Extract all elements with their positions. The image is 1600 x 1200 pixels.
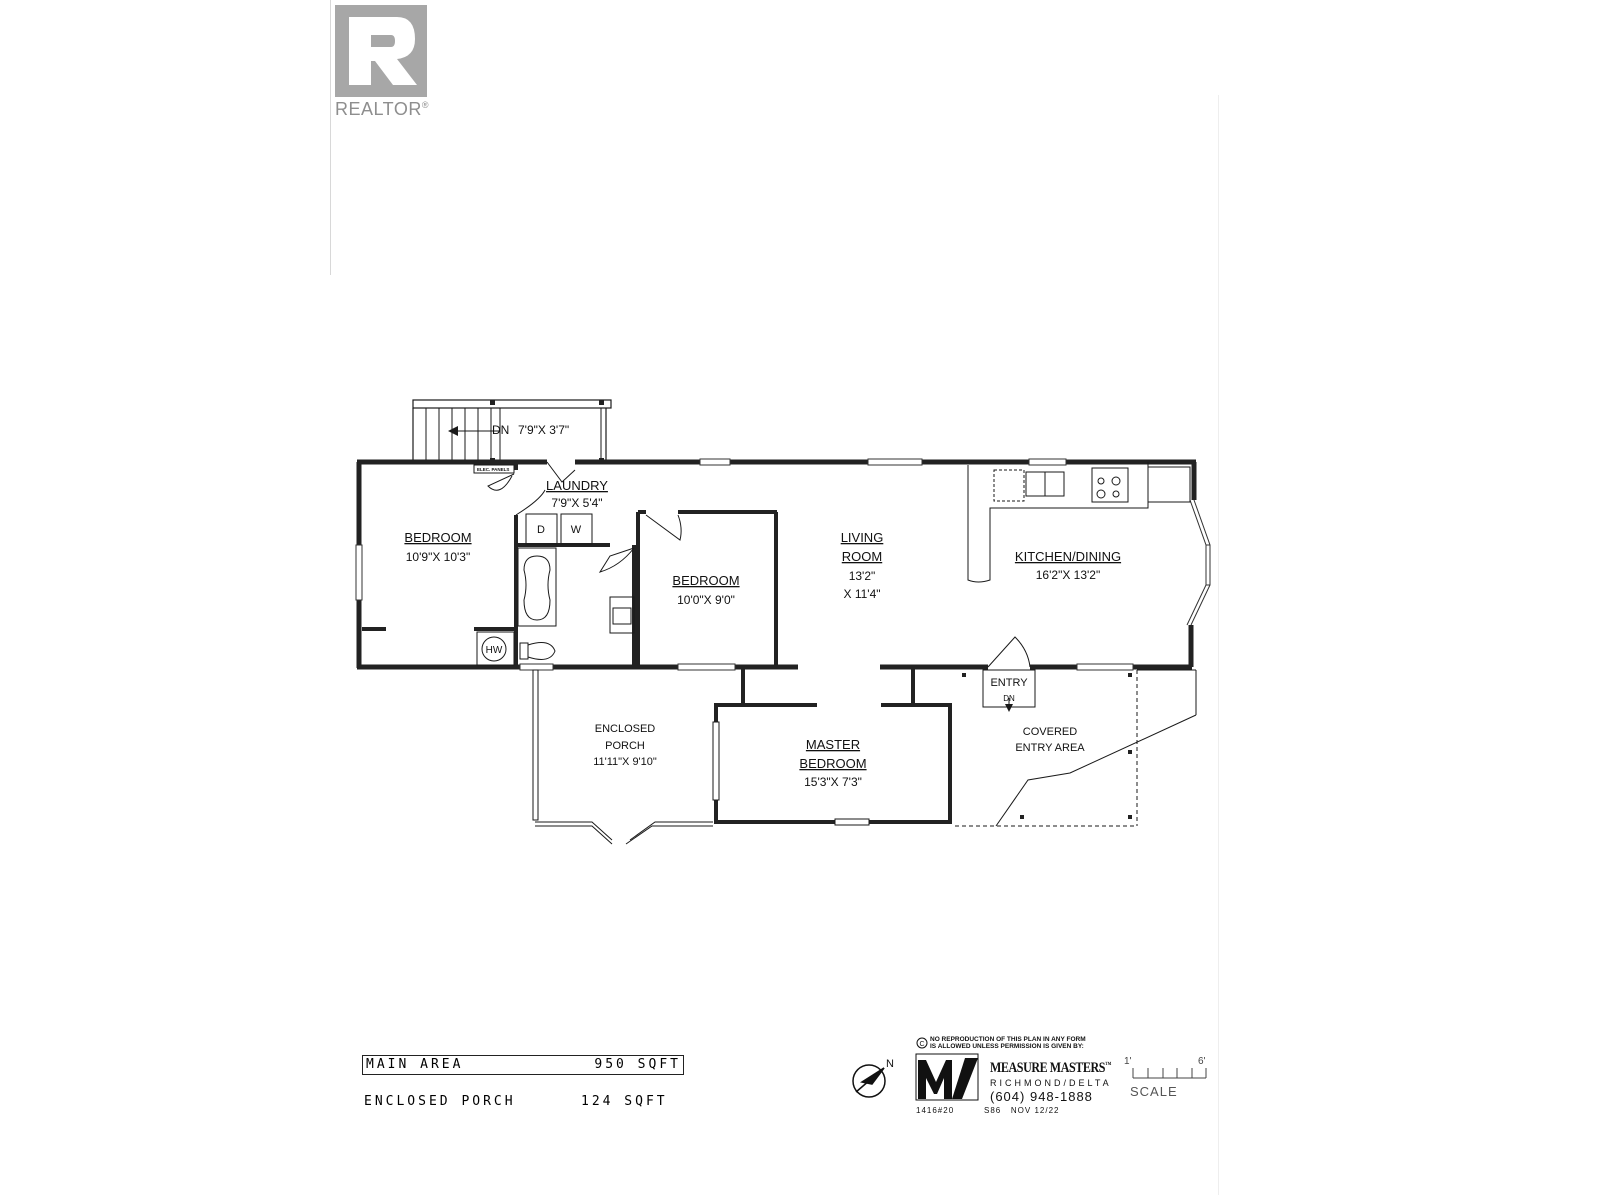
master-label-2: BEDROOM [799, 756, 866, 771]
job-code: 1416#20 [916, 1106, 955, 1115]
bedroom-2-label: BEDROOM [672, 573, 739, 588]
deck-dims: 7'9"X 3'7" [518, 423, 569, 437]
north-label: N [886, 1058, 894, 1070]
scale-bar-icon [1132, 1068, 1207, 1079]
washer-label: W [571, 524, 582, 536]
stairs-arrow-icon [448, 426, 458, 436]
kitchen-dining-dims: 16'2"X 13'2" [1036, 568, 1100, 582]
laundry-label: LAUNDRY [546, 478, 608, 493]
company-phone: (604) 948-1888 [990, 1089, 1093, 1104]
scale-end-label: 6' [1198, 1056, 1206, 1067]
dryer-label: D [537, 524, 545, 536]
living-room-dims-1: 13'2" [849, 569, 876, 583]
covered-entry-label-2: ENTRY AREA [1015, 742, 1085, 754]
living-room-label-1: LIVING [841, 530, 884, 545]
copyright-line-2: IS ALLOWED UNLESS PERMISSION IS GIVEN BY… [930, 1043, 1084, 1050]
bedroom-2-dims: 10'0"X 9'0" [677, 593, 735, 607]
measure-masters-logo-icon [915, 1053, 979, 1101]
master-label-1: MASTER [806, 737, 860, 752]
main-area-value: 950 SQFT [594, 1057, 681, 1072]
living-room-dims-2: X 11'4" [843, 587, 880, 601]
elec-panel-label: ELEC. PANELS [477, 467, 509, 472]
entry-dn-label: DN [1003, 694, 1015, 703]
porch-label-1: ENCLOSED [595, 723, 656, 735]
porch-area-value: 124 SQFT [581, 1094, 668, 1109]
kitchen-counter [967, 462, 1149, 583]
laundry-dims: 7'9"X 5'4" [551, 496, 602, 510]
north-arrow-icon [852, 1064, 886, 1098]
hot-water-tank [481, 636, 507, 662]
porch-dims: 11'11"X 9'10" [593, 756, 657, 768]
toilet-icon [519, 642, 556, 660]
copyright-line-1: NO REPRODUCTION OF THIS PLAN IN ANY FORM [930, 1036, 1086, 1043]
realtor-wordmark: REALTOR® [335, 99, 429, 119]
company-city: RICHMOND/DELTA [990, 1078, 1112, 1088]
porch-label-2: PORCH [605, 740, 645, 752]
main-area-summary: MAIN AREA 950 SQFT [362, 1055, 684, 1075]
refrigerator [1147, 466, 1191, 503]
washer [560, 513, 593, 545]
stairs-dn-label: DN [492, 423, 509, 437]
plan-date: S86 NOV 12/22 [984, 1106, 1060, 1115]
svg-text:C: C [919, 1041, 924, 1048]
page-right-border [1218, 95, 1219, 1195]
kitchen-dining-label: KITCHEN/DINING [1015, 549, 1121, 564]
deck-rail [412, 399, 612, 409]
master-dims: 15'3"X 7'3" [804, 775, 862, 789]
scale-start-label: 1' [1124, 1056, 1132, 1067]
realtor-logo: REALTOR® [335, 5, 429, 120]
copyright-notice: NO REPRODUCTION OF THIS PLAN IN ANY FORM… [930, 1036, 1086, 1050]
porch-area-label: ENCLOSED PORCH [364, 1094, 516, 1109]
main-area-label: MAIN AREA [366, 1057, 464, 1072]
company-name: MEASURE MASTERS™ [990, 1060, 1112, 1076]
page-left-border [330, 0, 331, 275]
bedroom-1-label: BEDROOM [404, 530, 471, 545]
entry-stairs-arrow-icon [1005, 704, 1013, 712]
living-room-label-2: ROOM [842, 549, 882, 564]
electric-panel [473, 464, 515, 474]
realtor-r-icon [335, 5, 427, 97]
stove [1091, 467, 1129, 503]
vanity-sink [609, 596, 635, 634]
covered-entry-label-1: COVERED [1023, 726, 1077, 738]
dishwasher [993, 469, 1025, 502]
copyright-icon [916, 1037, 928, 1049]
bedroom-1-dims: 10'9"X 10'3" [406, 550, 470, 564]
bathtub [517, 547, 557, 627]
entry-label: ENTRY [990, 677, 1028, 689]
dryer [525, 513, 558, 545]
stairs-icon [425, 408, 501, 462]
scale-label: SCALE [1130, 1084, 1178, 1099]
hw-label: HW [486, 645, 503, 656]
